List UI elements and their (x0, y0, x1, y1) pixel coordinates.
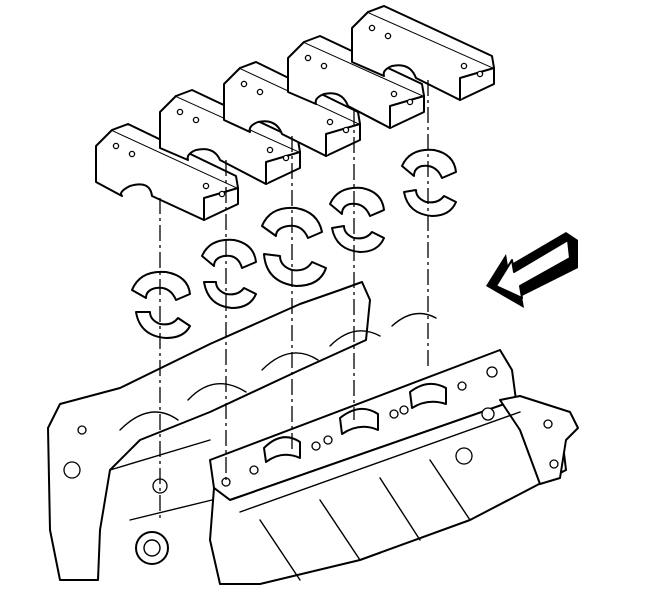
bearing-insert-5 (401, 148, 457, 217)
bearing-insert-2 (201, 238, 257, 309)
main-bearing-cap-5 (351, 5, 495, 101)
bearing-insert-1 (131, 270, 191, 339)
bearing-insert-3 (261, 206, 327, 287)
engine-block (47, 281, 579, 585)
bearing-insert-4 (329, 186, 385, 253)
direction-arrow (486, 232, 578, 308)
alignment-lines (159, 80, 429, 520)
main-bearing-cap-1 (95, 123, 239, 221)
